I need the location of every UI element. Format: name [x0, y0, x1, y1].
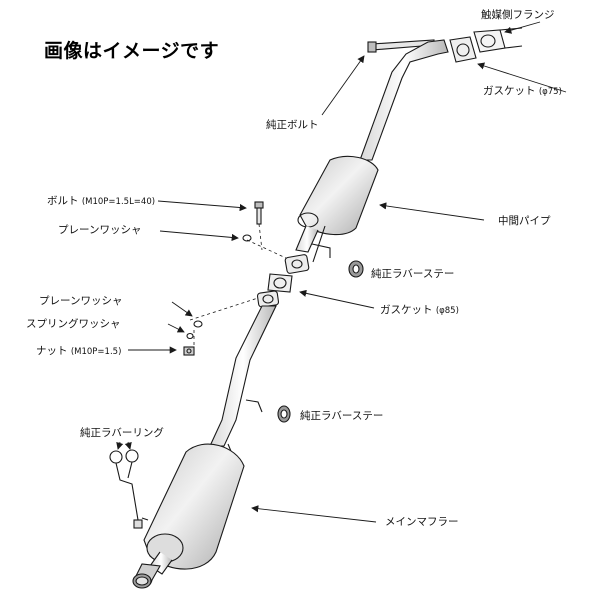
main-muffler-part [132, 443, 245, 589]
label-nut-text: ナット [36, 345, 68, 357]
label-rubber-ring: 純正ラバーリング [80, 427, 164, 439]
label-rubber-stay-top: 純正ラバーステー [371, 268, 455, 280]
label-spring-washer: スプリングワッシャ [26, 318, 121, 330]
label-bolt-spec: (M10P=1.5L=40) [81, 197, 156, 207]
label-rubber-stay-lower: 純正ラバーステー [300, 410, 384, 422]
label-main-muffler: メインマフラー [385, 516, 459, 528]
mid-gasket [267, 273, 293, 293]
label-nut-spec: (M10P=1.5) [70, 347, 122, 357]
label-gasket-top-size: (φ75) [538, 87, 562, 97]
label-gasket-top-text: ガスケット [483, 85, 536, 97]
label-genuine-bolt: 純正ボルト [266, 119, 319, 131]
label-nut: ナット (M10P=1.5) [36, 345, 121, 358]
alignment-lines [189, 223, 287, 348]
catalyst-flange [473, 27, 523, 53]
rubber-stay-top-part [348, 260, 364, 278]
label-plain-washer-lower: プレーンワッシャ [39, 295, 123, 307]
label-gasket-mid: ガスケット (φ85) [380, 304, 459, 317]
main-pipe-part [209, 290, 280, 469]
label-gasket-mid-size: (φ85) [435, 306, 459, 316]
label-bolt-text: ボルト [47, 195, 79, 207]
rubber-ring-part [109, 449, 143, 529]
label-plain-washer-top: プレーンワッシャ [58, 224, 142, 236]
rubber-stay-lower-part [277, 405, 291, 423]
leader-lines [116, 21, 567, 523]
top-gasket [449, 36, 477, 63]
genuine-bolt-part [367, 39, 435, 53]
label-gasket-mid-text: ガスケット [380, 304, 433, 316]
label-mid-pipe: 中間パイプ [498, 215, 551, 227]
label-catalyst-flange: 触媒側フランジ [481, 9, 555, 21]
washer-nut-parts [183, 320, 203, 356]
mid-pipe-part [284, 39, 449, 274]
label-bolt: ボルト (M10P=1.5L=40) [47, 195, 155, 208]
page-title: 画像はイメージです [44, 40, 220, 62]
label-gasket-top: ガスケット (φ75) [483, 85, 562, 98]
